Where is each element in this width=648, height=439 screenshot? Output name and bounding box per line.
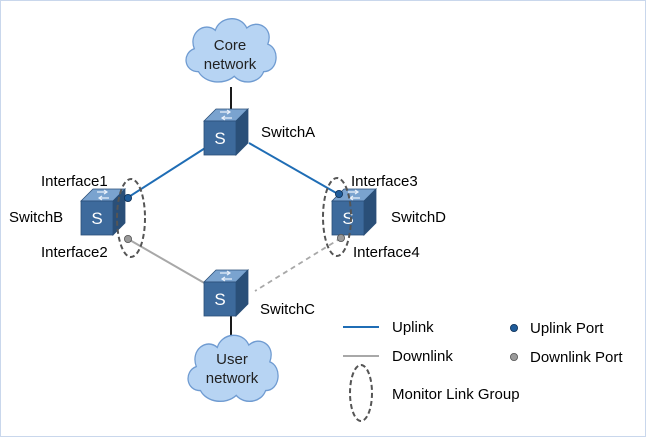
legend-uplink-port-dot	[509, 323, 518, 332]
switchb-icon: S	[80, 188, 126, 236]
interface3-label: Interface3	[351, 173, 418, 190]
switchc-icon: S	[203, 269, 249, 317]
switchd-glyph: S	[342, 209, 353, 228]
legend: Uplink Downlink Uplink Port Downlink Por…	[343, 319, 623, 422]
uplink-port-interface1	[124, 193, 133, 202]
switchb-label: SwitchB	[9, 209, 63, 226]
uplink-port-interface3	[334, 189, 343, 198]
core-cloud-label-line2: network	[204, 56, 257, 73]
switcha-glyph: S	[214, 129, 225, 148]
user-network-cloud	[187, 334, 279, 403]
switchd-icon: S	[331, 188, 377, 236]
monitor-link-group-switchd	[322, 177, 352, 257]
legend-monitor-link-group-label: Monitor Link Group	[392, 386, 520, 403]
downlink-port-interface4	[336, 233, 345, 242]
switchc-label: SwitchC	[260, 301, 315, 318]
legend-uplink-port-label: Uplink Port	[530, 320, 604, 337]
user-cloud-label-line1: User	[216, 351, 248, 368]
core-cloud-label-line1: Core	[214, 37, 247, 54]
switchb-glyph: S	[91, 209, 102, 228]
interface2-label: Interface2	[41, 244, 108, 261]
interface1-label: Interface1	[41, 173, 108, 190]
downlink-port-interface2	[124, 234, 133, 243]
legend-downlink-port-label: Downlink Port	[530, 349, 623, 366]
uplink-switcha-switchd	[248, 142, 339, 195]
downlink-switchd-switchc	[254, 237, 342, 292]
legend-monitor-link-group-ellipse	[349, 364, 373, 422]
interface4-label: Interface4	[353, 244, 420, 261]
legend-downlink-label: Downlink	[392, 348, 453, 365]
switcha-icon: S	[203, 108, 249, 156]
monitor-link-group-switchb	[116, 178, 146, 258]
user-cloud-label-line2: network	[206, 370, 259, 387]
switchc-glyph: S	[214, 290, 225, 309]
switcha-label: SwitchA	[261, 124, 315, 141]
legend-downlink-port-dot	[509, 352, 518, 361]
downlink-switchb-switchc	[127, 238, 214, 289]
switchd-label: SwitchD	[391, 209, 446, 226]
legend-uplink-label: Uplink	[392, 319, 434, 336]
